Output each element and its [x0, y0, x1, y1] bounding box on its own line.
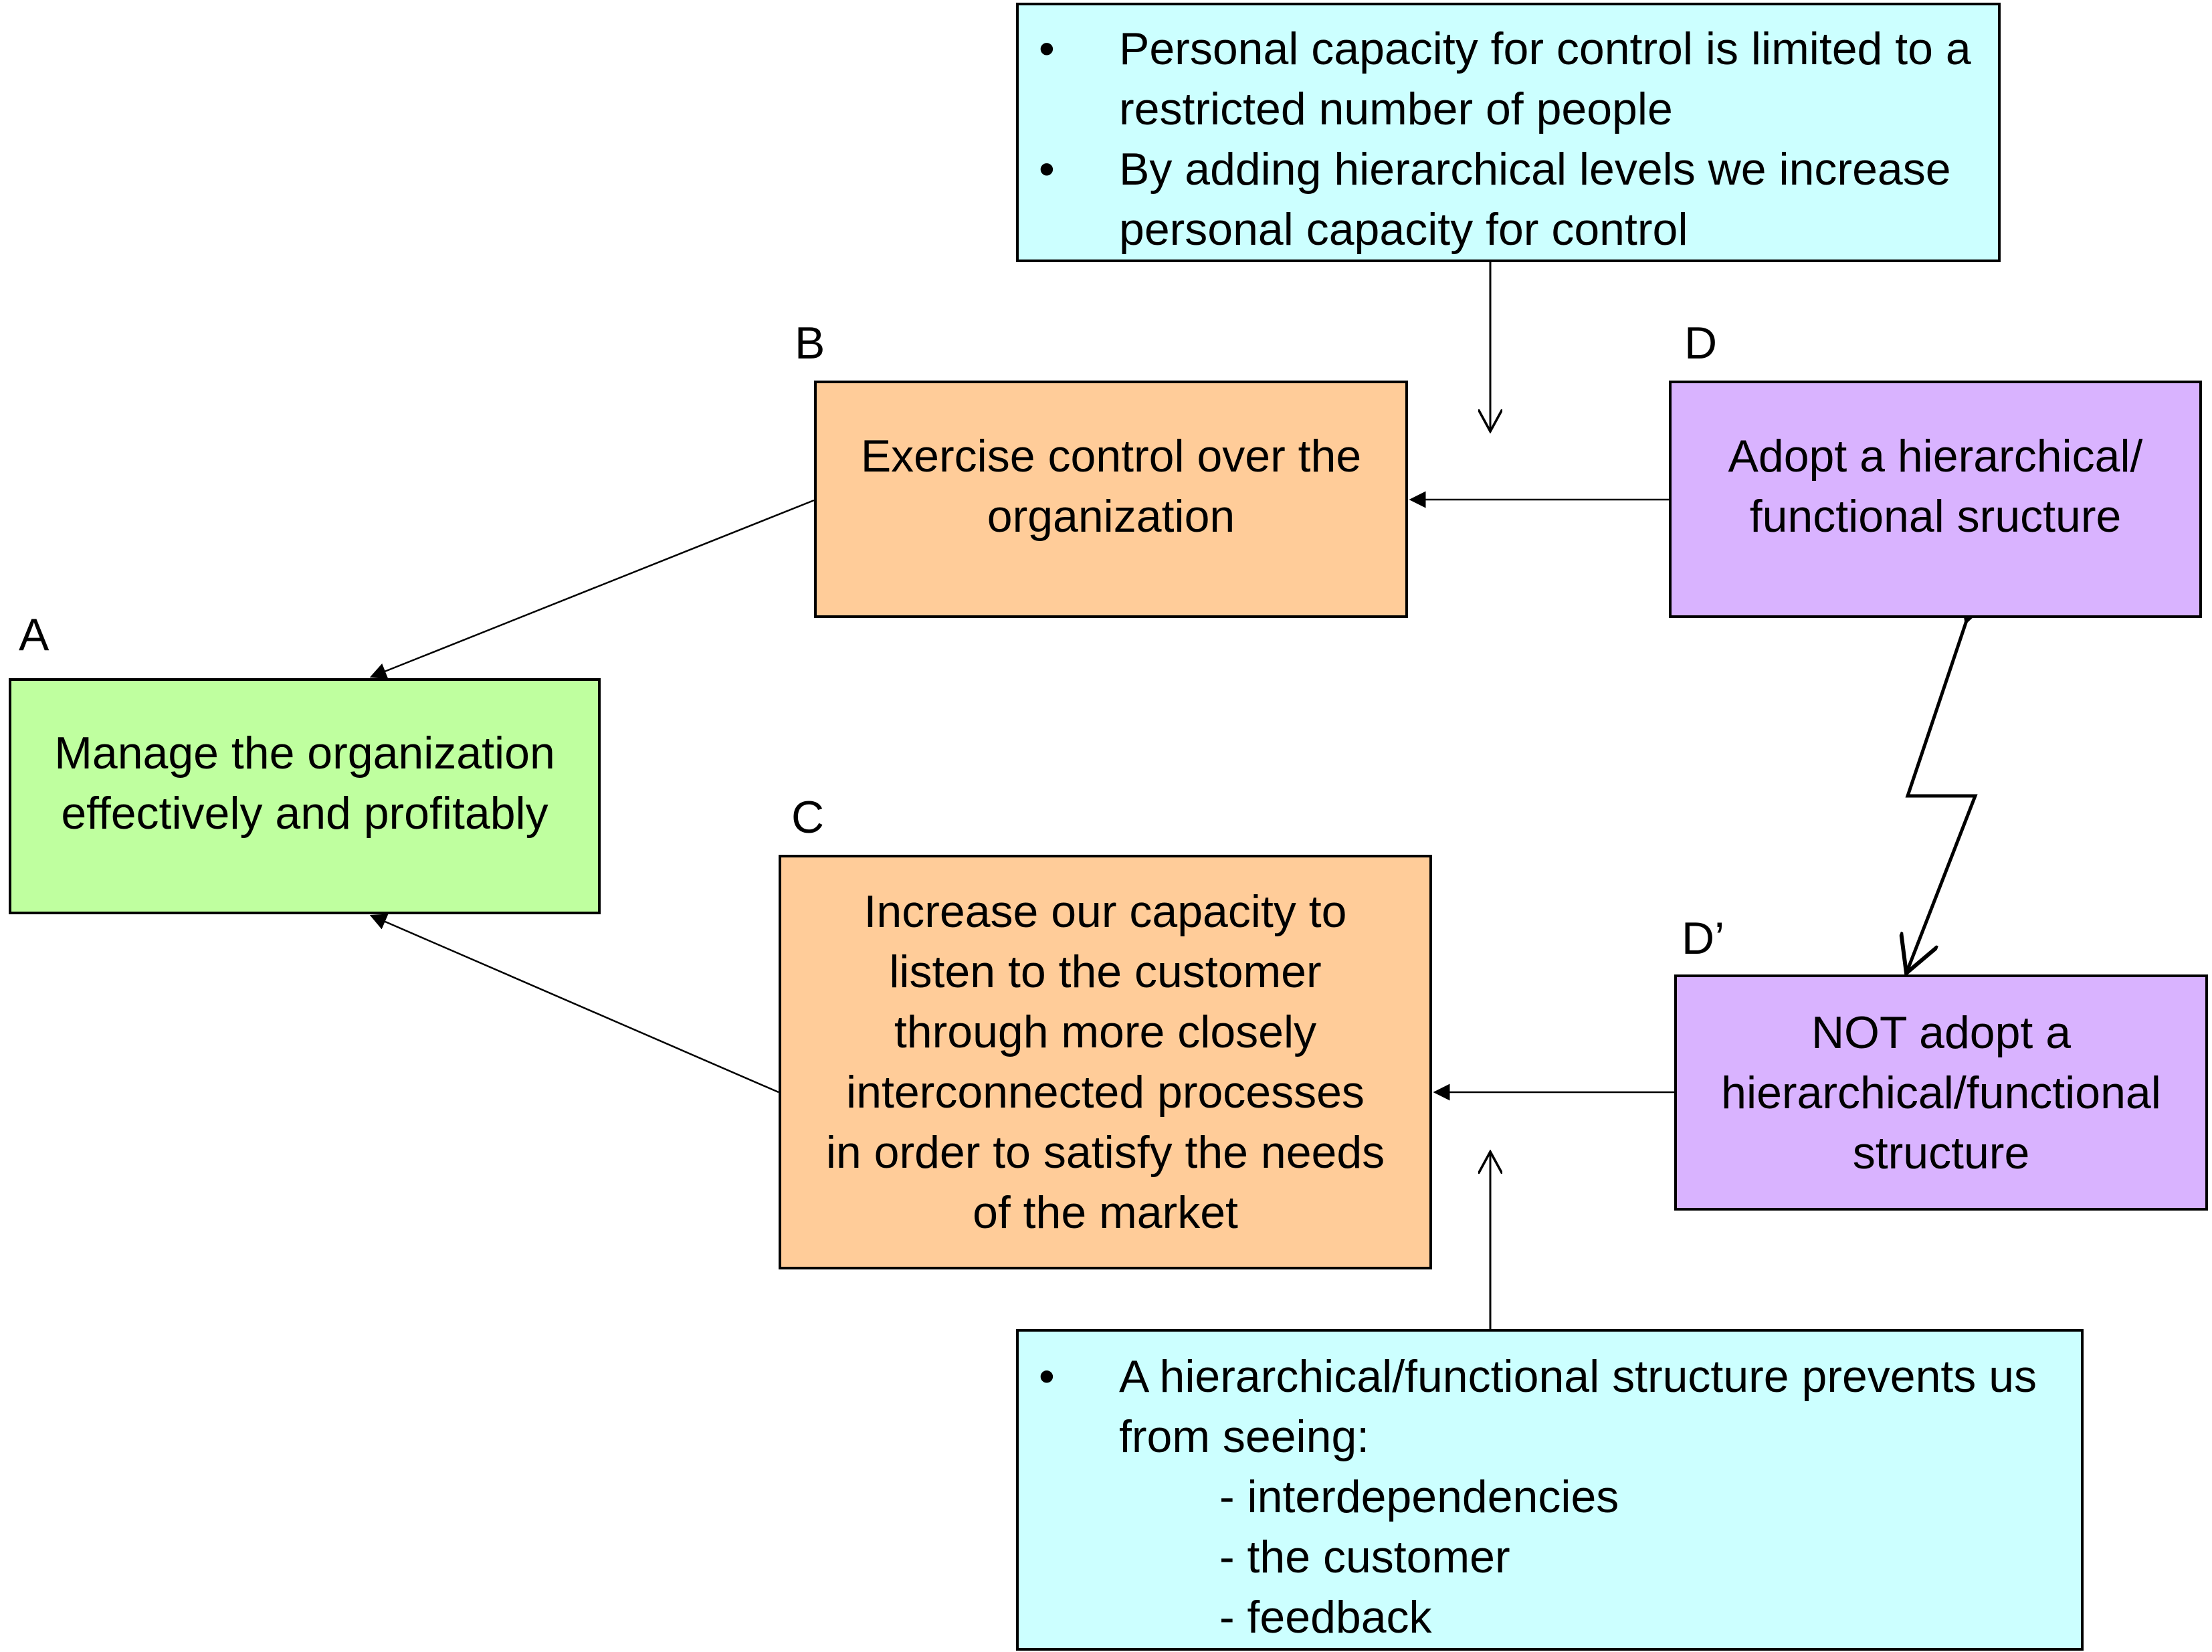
node-d-prime-text: NOT adopt a hierarchical/functional stru… [1721, 1007, 2161, 1178]
assumption-box-top: Personal capacity for control is limited… [1016, 3, 2001, 262]
node-d-adopt-hierarchy[interactable]: Adopt a hierarchical/ functional sructur… [1669, 381, 2202, 618]
assumption-bottom-sub-item: - interdependencies [1219, 1471, 1619, 1522]
node-b-exercise-control[interactable]: Exercise control over the organization [814, 381, 1408, 618]
node-label-d: D [1684, 318, 1718, 369]
assumption-top-list: Personal capacity for control is limited… [1025, 19, 1991, 260]
node-d-text: Adopt a hierarchical/ functional sructur… [1728, 430, 2143, 542]
node-d-prime-not-adopt[interactable]: NOT adopt a hierarchical/functional stru… [1674, 974, 2208, 1211]
assumption-bottom-list: A hierarchical/functional structure prev… [1025, 1346, 2074, 1467]
node-label-a: A [19, 609, 49, 660]
node-label-d-prime: D’ [1682, 913, 1725, 964]
node-a-text: Manage the organization effectively and … [54, 727, 555, 839]
assumption-bottom-sub-item: - feedback [1219, 1592, 1432, 1643]
assumption-box-bottom: A hierarchical/functional structure prev… [1016, 1329, 2084, 1651]
assumption-top-bullet: Personal capacity for control is limited… [1025, 19, 1991, 139]
node-label-b: B [795, 318, 825, 369]
arrow-b-to-a [369, 499, 815, 680]
assumption-bottom-bullet: A hierarchical/functional structure prev… [1025, 1346, 2074, 1467]
node-c-increase-capacity[interactable]: Increase our capacity to listen to the c… [779, 855, 1432, 1269]
arrow-c-to-a [369, 914, 779, 1094]
conflict-zigzag [1906, 621, 1975, 973]
assumption-top-bullet: By adding hierarchical levels we increas… [1025, 139, 1991, 260]
node-label-c: C [791, 792, 825, 843]
node-b-text: Exercise control over the organization [860, 430, 1362, 542]
assumption-bottom-sub-item: - the customer [1219, 1532, 1510, 1582]
node-c-text: Increase our capacity to listen to the c… [825, 886, 1385, 1238]
node-a-manage-organization[interactable]: Manage the organization effectively and … [9, 678, 601, 914]
